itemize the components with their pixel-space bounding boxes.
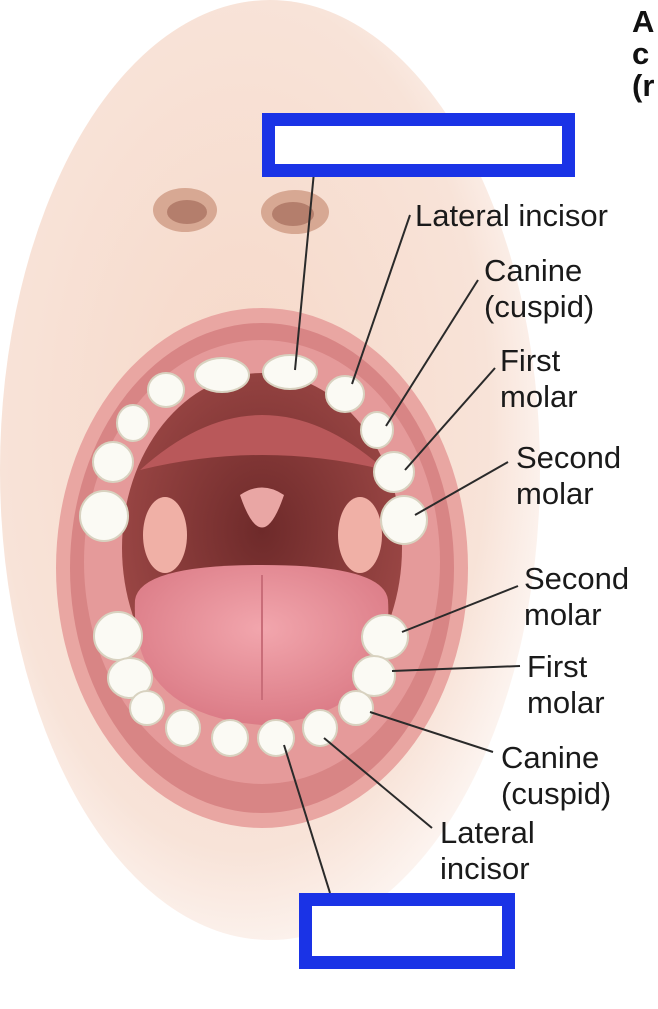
lower-tooth bbox=[361, 614, 409, 660]
upper-tooth bbox=[147, 372, 185, 408]
upper-tooth bbox=[79, 490, 129, 542]
label-line: (cuspid) bbox=[484, 289, 595, 324]
upper-tooth bbox=[380, 495, 428, 545]
upper-tooth bbox=[92, 441, 134, 483]
leader-upper-box bbox=[294, 171, 315, 371]
label-upper-second-molar: Second molar bbox=[516, 440, 621, 512]
upper-tooth bbox=[325, 375, 365, 413]
label-lower-canine: Canine (cuspid) bbox=[501, 740, 611, 812]
lower-tooth bbox=[211, 719, 249, 757]
uvula bbox=[240, 487, 284, 528]
corner-clipped-heading: A c (r bbox=[632, 6, 654, 102]
lower-tooth bbox=[302, 709, 338, 747]
lower-tooth bbox=[93, 611, 143, 661]
lower-answer-box[interactable] bbox=[299, 893, 515, 969]
label-line: Canine bbox=[501, 740, 600, 775]
upper-tooth bbox=[194, 357, 250, 393]
lower-tooth bbox=[352, 655, 396, 697]
upper-teeth bbox=[79, 354, 428, 545]
leader-upper-canine bbox=[385, 279, 479, 427]
lower-tooth bbox=[107, 657, 153, 699]
lower-teeth bbox=[93, 611, 409, 757]
leader-lower-canine bbox=[369, 711, 494, 753]
palate bbox=[140, 415, 385, 470]
left-tonsil bbox=[143, 497, 187, 573]
lower-tooth bbox=[165, 709, 201, 747]
label-lower-second-molar: Second molar bbox=[524, 561, 629, 633]
upper-answer-box[interactable] bbox=[262, 113, 575, 177]
label-line: Second bbox=[516, 440, 622, 475]
leader-upper-first-molar bbox=[404, 367, 496, 471]
leader-lower-box bbox=[283, 744, 331, 894]
label-line: molar bbox=[500, 379, 578, 414]
label-line: First bbox=[527, 649, 588, 684]
label-line: molar bbox=[527, 685, 605, 720]
label-line: First bbox=[500, 343, 561, 378]
leader-lower-lateral-incisor bbox=[323, 737, 433, 829]
leader-upper-lateral-incisor bbox=[351, 214, 411, 385]
right-tonsil bbox=[338, 497, 382, 573]
label-line: molar bbox=[524, 597, 602, 632]
lower-tooth bbox=[338, 690, 374, 726]
label-lower-first-molar: First molar bbox=[527, 649, 605, 721]
left-nostril-inner bbox=[167, 200, 207, 224]
leader-upper-second-molar bbox=[414, 461, 509, 516]
upper-tooth bbox=[262, 354, 318, 390]
lower-tooth bbox=[129, 690, 165, 726]
corner-line: c bbox=[632, 36, 650, 71]
lower-tooth bbox=[257, 719, 295, 757]
leader-lower-second-molar bbox=[401, 585, 519, 633]
upper-tooth bbox=[360, 411, 394, 449]
leader-lower-first-molar bbox=[391, 665, 521, 672]
label-line: Canine bbox=[484, 253, 583, 288]
label-upper-lateral-incisor: Lateral incisor bbox=[415, 198, 608, 233]
label-line: Lateral bbox=[440, 815, 535, 850]
corner-line: (r bbox=[632, 68, 655, 103]
right-nostril-inner bbox=[272, 202, 314, 226]
label-upper-canine: Canine (cuspid) bbox=[484, 253, 594, 325]
label-line: incisor bbox=[440, 851, 530, 886]
upper-tooth bbox=[373, 451, 415, 493]
corner-line: A bbox=[632, 4, 655, 39]
label-upper-first-molar: First molar bbox=[500, 343, 578, 415]
label-lower-lateral-incisor: Lateral incisor bbox=[440, 815, 535, 887]
upper-tooth bbox=[116, 404, 150, 442]
leader-lines bbox=[283, 171, 521, 894]
label-line: Second bbox=[524, 561, 630, 596]
label-line: molar bbox=[516, 476, 594, 511]
label-line: (cuspid) bbox=[501, 776, 612, 811]
